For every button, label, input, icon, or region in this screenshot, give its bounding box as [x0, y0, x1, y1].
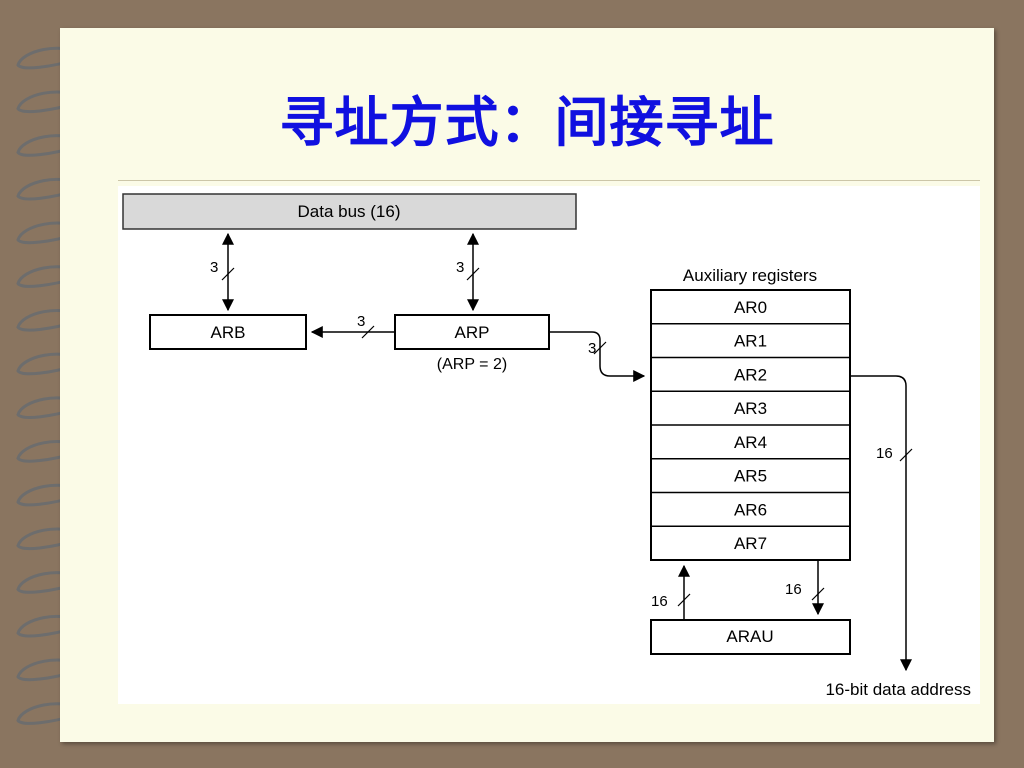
arp-label: ARP: [455, 323, 490, 342]
register-ar5: AR5: [734, 467, 767, 486]
arp-arb-slash: [361, 325, 375, 339]
register-ar3: AR3: [734, 399, 767, 418]
arp-selector-connector: [549, 331, 646, 382]
ar2-output-width: 16: [876, 445, 893, 462]
registers-to-arau-slash: [811, 587, 825, 601]
bus-arp-slash: [466, 267, 480, 281]
register-ar4: AR4: [734, 433, 767, 452]
slide-title: 寻址方式：间接寻址: [279, 91, 775, 154]
indirect-addressing-diagram: Data bus (16) ARB ARP (ARP = 2) 3 3 3 3 …: [118, 186, 980, 704]
data-bus-label: Data bus (16): [298, 202, 401, 221]
register-ar1: AR1: [734, 332, 767, 351]
ar2-output-connector: [850, 375, 912, 672]
arb-box: [149, 314, 307, 350]
register-ar6: AR6: [734, 500, 767, 519]
register-ar0: AR0: [734, 298, 767, 317]
output-label: 16-bit data address: [825, 680, 971, 699]
arau-box: [650, 619, 851, 655]
register-ar2: AR2: [734, 365, 767, 384]
arb-label: ARB: [211, 323, 246, 342]
arp-value-label: (ARP = 2): [437, 356, 507, 373]
bus-arp-width: 3: [456, 259, 464, 276]
arp-arb-width: 3: [357, 313, 365, 330]
title-divider: [118, 180, 980, 181]
bus-arb-slash: [221, 267, 235, 281]
arp-selector-width: 3: [588, 340, 596, 357]
arp-selector-slash: [593, 341, 607, 355]
ar2-output-slash: [899, 448, 913, 462]
aux-registers-title: Auxiliary registers: [683, 266, 817, 285]
registers-to-arau-width: 16: [785, 581, 802, 598]
arau-label: ARAU: [726, 627, 773, 646]
bus-arb-width: 3: [210, 259, 218, 276]
arau-to-registers-width: 16: [651, 593, 668, 610]
register-ar7: AR7: [734, 534, 767, 553]
arau-to-registers-slash: [677, 593, 691, 607]
data-bus-box: [122, 193, 577, 230]
diagram-canvas: Data bus (16) ARB ARP (ARP = 2) 3 3 3 3 …: [122, 193, 971, 699]
